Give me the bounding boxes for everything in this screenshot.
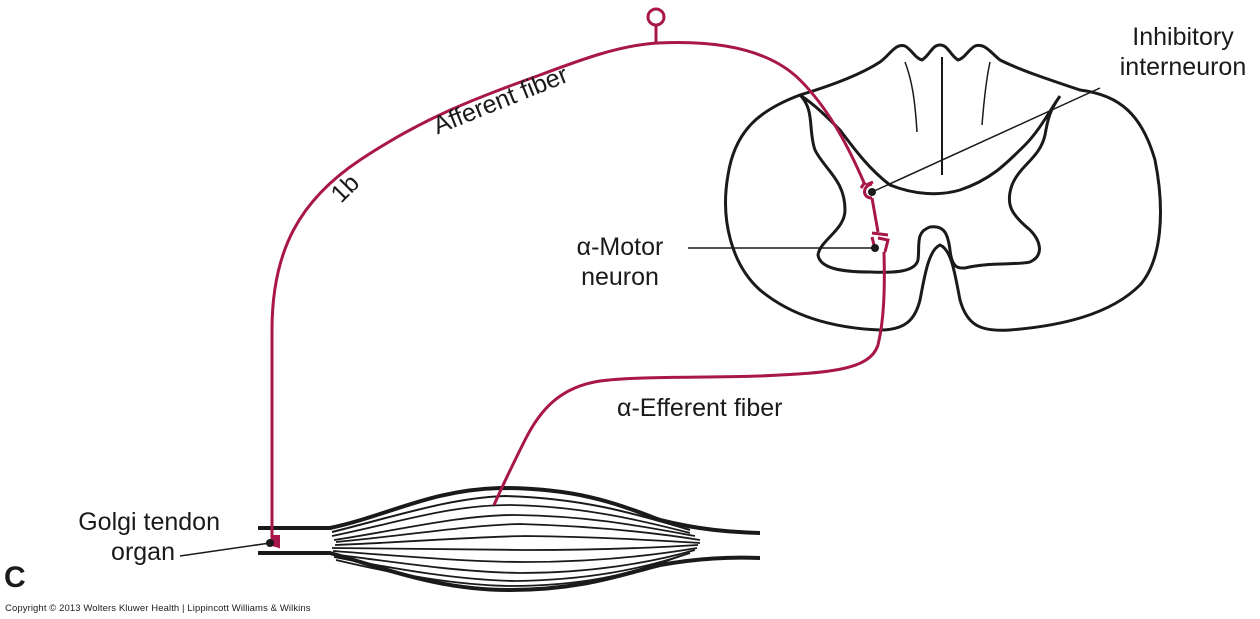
spinal-cord-outline (724, 43, 1162, 332)
motor-synapse-icon (870, 231, 890, 253)
inhibitory-synapse-icon (859, 180, 874, 200)
panel-label: C (4, 561, 26, 594)
golgi-tendon-leader (179, 542, 271, 557)
label-line: interneuron (1119, 53, 1247, 81)
efferent-fiber-path (492, 251, 886, 506)
interneuron-leader (871, 87, 1101, 193)
alpha-motor-neuron-label: α-Motor neuron (555, 232, 685, 292)
dorsal-septum-right (981, 61, 991, 126)
label-line: α-Motor (576, 233, 664, 261)
label-line: neuron (581, 263, 659, 291)
muscle (258, 485, 761, 593)
inhibitory-interneuron-label: Inhibitory interneuron (1108, 22, 1258, 82)
label-line: Inhibitory (1132, 23, 1234, 51)
copyright-notice: Copyright © 2013 Wolters Kluwer Health |… (5, 603, 311, 614)
label-line: Golgi tendon (78, 508, 220, 536)
gray-matter-outline (798, 93, 1062, 274)
golgi-tendon-organ-label: Golgi tendon organ (40, 507, 220, 567)
interneuron-axon (870, 197, 880, 233)
dorsal-septum-left (904, 61, 918, 133)
dorsal-root-ganglion-icon (646, 7, 666, 43)
afferent-fiber-path (270, 41, 867, 540)
alpha-efferent-fiber-label: α-Efferent fiber (617, 394, 783, 422)
label-line: organ (111, 538, 175, 566)
